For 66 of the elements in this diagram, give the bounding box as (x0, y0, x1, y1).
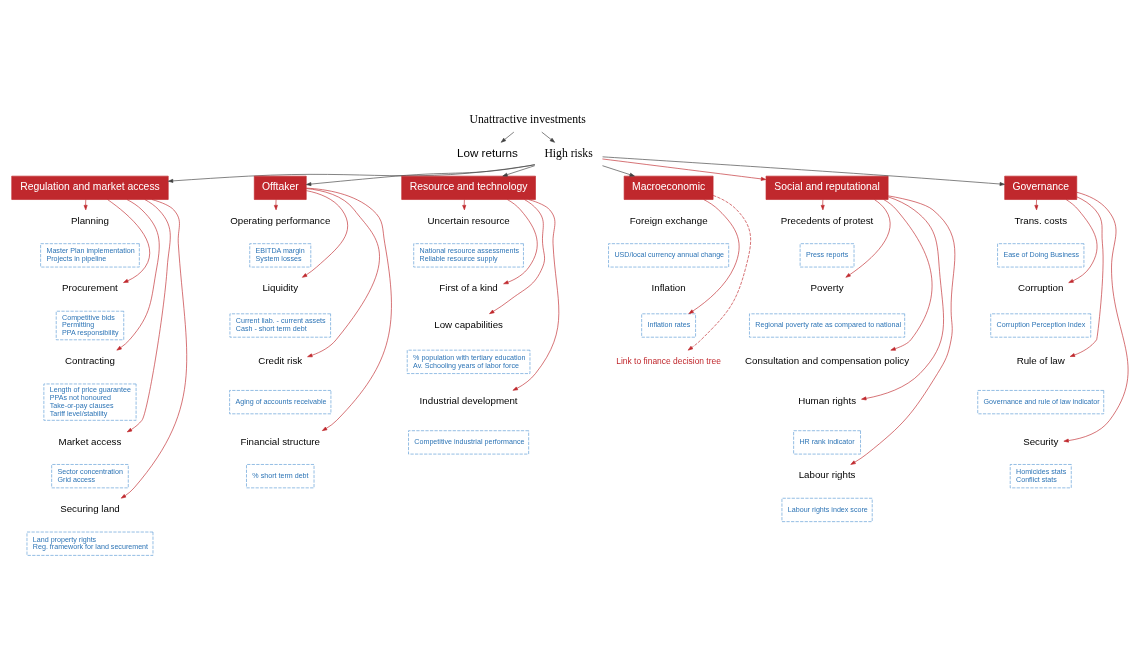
arrow (107, 199, 150, 283)
node-box: Offtaker (253, 175, 307, 200)
node-text: Planning (71, 214, 109, 226)
arrow (305, 188, 380, 358)
node-text: Uncertain resource (427, 214, 510, 226)
node-box: Regulation and market access (11, 175, 169, 200)
node-text: Trans. costs (1014, 214, 1068, 226)
arrow (541, 131, 555, 143)
arrow (1069, 196, 1104, 357)
node-text: Rule of law (1016, 355, 1065, 367)
arrow (306, 187, 392, 431)
node-text: Market access (58, 435, 122, 447)
arrow (83, 199, 88, 211)
node-text: Low capabilities (434, 318, 503, 330)
arrow (126, 199, 171, 433)
arrow (273, 199, 278, 211)
arrow (302, 190, 349, 278)
arrow (688, 199, 740, 314)
node-text: Precedents of protest (780, 214, 874, 226)
arrow (1063, 191, 1129, 443)
node-text: Unattractive investments (469, 113, 586, 127)
node-text: Link to finance decision tree (616, 356, 721, 367)
node-box: Social and reputational (765, 175, 889, 200)
node-text: Liquidity (262, 282, 299, 294)
node-text: Consultation and compensation policy (745, 355, 910, 367)
node-text: Low returns (456, 145, 518, 159)
arrow (602, 165, 635, 177)
arrow (120, 199, 188, 499)
arrow (861, 196, 944, 401)
arrow (512, 199, 560, 391)
node-text: Securing land (60, 503, 120, 515)
arrow (462, 199, 467, 211)
node-box: Macroeconomic (623, 175, 714, 200)
node-text: Corruption (1018, 282, 1064, 294)
arrow (687, 195, 751, 351)
arrow (883, 199, 933, 351)
node-text: Human rights (798, 395, 857, 407)
node-text: Operating performance (230, 214, 331, 226)
node-text: High risks (544, 146, 593, 160)
arrow (489, 199, 545, 314)
arrow (602, 156, 1005, 186)
arrow (850, 195, 956, 465)
node-text: Financial structure (240, 435, 321, 447)
node-text: Contracting (65, 355, 115, 367)
arrow (820, 199, 825, 211)
arrow (306, 164, 536, 186)
node-text: Security (1023, 435, 1059, 447)
arrow (1065, 199, 1098, 283)
arrow (500, 131, 515, 143)
arrow (1034, 199, 1039, 211)
node-text: Credit risk (258, 355, 303, 367)
node-text: Procurement (62, 282, 118, 294)
arrow (602, 158, 767, 181)
node-text: Foreign exchange (629, 214, 708, 226)
node-text: Inflation (651, 282, 686, 294)
node-box: Governance (1004, 175, 1078, 200)
node-text: Labour rights (798, 469, 856, 481)
arrow (503, 199, 538, 285)
arrow (168, 164, 536, 183)
node-text: Industrial development (419, 395, 518, 407)
arrow (845, 199, 891, 278)
arrow (502, 165, 536, 177)
node-text: Poverty (810, 282, 844, 294)
node-box: Resource and technology (401, 175, 536, 200)
node-text: First of a kind (439, 282, 498, 294)
arrow (116, 199, 160, 351)
